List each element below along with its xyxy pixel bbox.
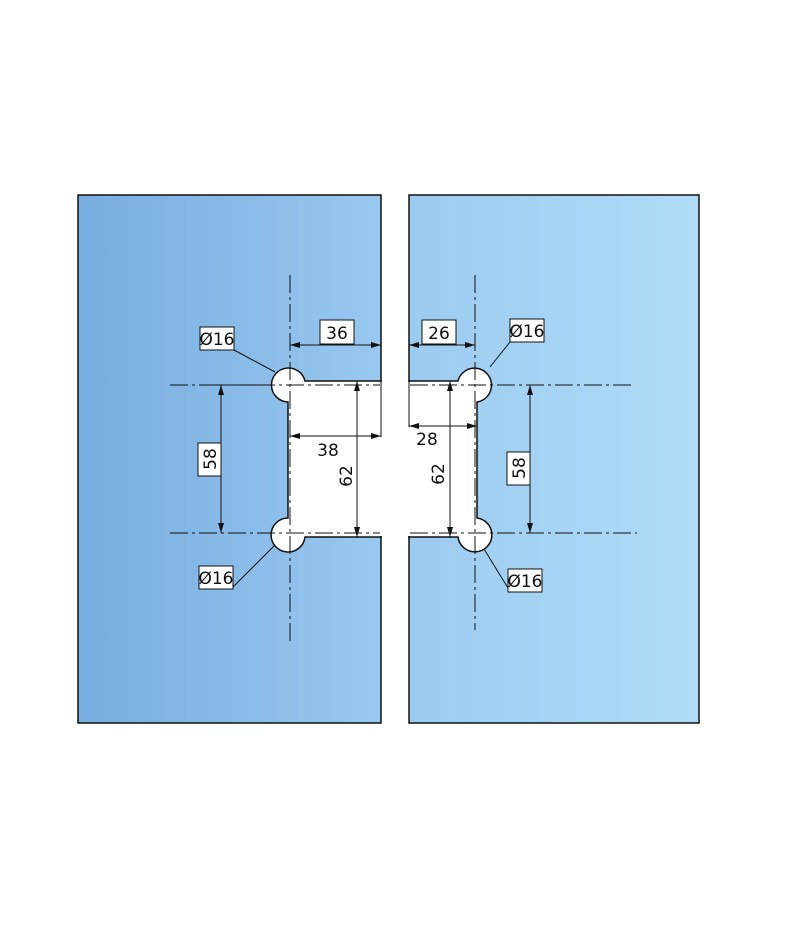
label-hole-top-right: Ø16 — [509, 318, 545, 343]
label-dim-36: 36 — [319, 319, 355, 345]
svg-text:Ø16: Ø16 — [198, 569, 233, 589]
label-dim-58-right: 58 — [506, 451, 531, 486]
cutout-gap — [380, 382, 410, 536]
label-dim-28: 28 — [416, 430, 438, 450]
cutout-left — [270, 367, 382, 553]
svg-text:26: 26 — [428, 324, 450, 344]
svg-text:Ø16: Ø16 — [507, 572, 542, 592]
label-dim-26: 26 — [421, 319, 457, 345]
svg-text:58: 58 — [201, 448, 221, 470]
center-lines — [170, 275, 637, 645]
label-hole-bottom-right: Ø16 — [507, 568, 543, 593]
svg-text:36: 36 — [326, 324, 348, 344]
label-hole-top-left: Ø16 — [199, 326, 235, 351]
label-dim-58-left: 58 — [197, 442, 222, 477]
svg-text:Ø16: Ø16 — [199, 330, 234, 350]
svg-text:Ø16: Ø16 — [509, 322, 544, 342]
label-hole-bottom-left: Ø16 — [198, 565, 234, 590]
svg-text:58: 58 — [510, 457, 530, 479]
arrowheads — [218, 342, 533, 537]
label-dim-62-right: 62 — [429, 463, 449, 485]
label-dim-38: 38 — [317, 441, 339, 461]
label-dim-62-left: 62 — [337, 465, 357, 487]
